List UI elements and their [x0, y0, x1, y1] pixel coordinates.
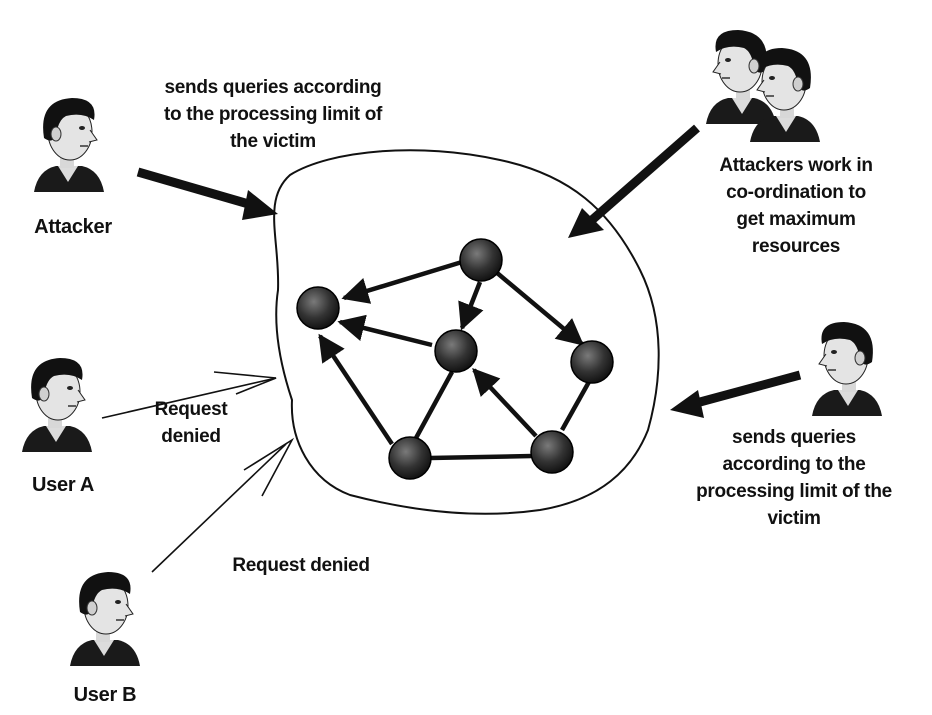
attack-arrow-head — [670, 390, 704, 418]
user-b-label: User B — [73, 684, 137, 706]
victim-network-cloud — [273, 149, 660, 515]
network-node — [388, 436, 432, 480]
user-b-status: Request denied — [232, 555, 370, 576]
attackers-group-figure — [705, 29, 821, 143]
attacker-figure — [33, 97, 105, 193]
attackers-group-note: Attackers work in co-ordination to get m… — [719, 155, 873, 257]
right-attacker-figure — [811, 321, 883, 417]
attack-arrow-head — [242, 190, 278, 220]
network-node — [530, 430, 574, 474]
user-a-label: User A — [32, 474, 94, 496]
user-a-status: Request denied — [154, 399, 228, 447]
user-a-figure — [21, 357, 93, 453]
network-node — [459, 238, 503, 282]
right-attacker-note: sends queries according to the processin… — [696, 427, 892, 529]
network-node — [434, 329, 478, 373]
network-edges — [318, 259, 592, 461]
attacker-note: sends queries according to the processin… — [163, 77, 383, 152]
attacker-label: Attacker — [34, 216, 112, 238]
denied-requests — [101, 371, 295, 573]
network-node — [296, 286, 340, 330]
attack-arrows — [136, 124, 802, 418]
network-node — [570, 340, 614, 384]
network-nodes — [296, 238, 614, 480]
attack-arrow-head — [568, 208, 604, 238]
user-b-figure — [69, 571, 141, 667]
